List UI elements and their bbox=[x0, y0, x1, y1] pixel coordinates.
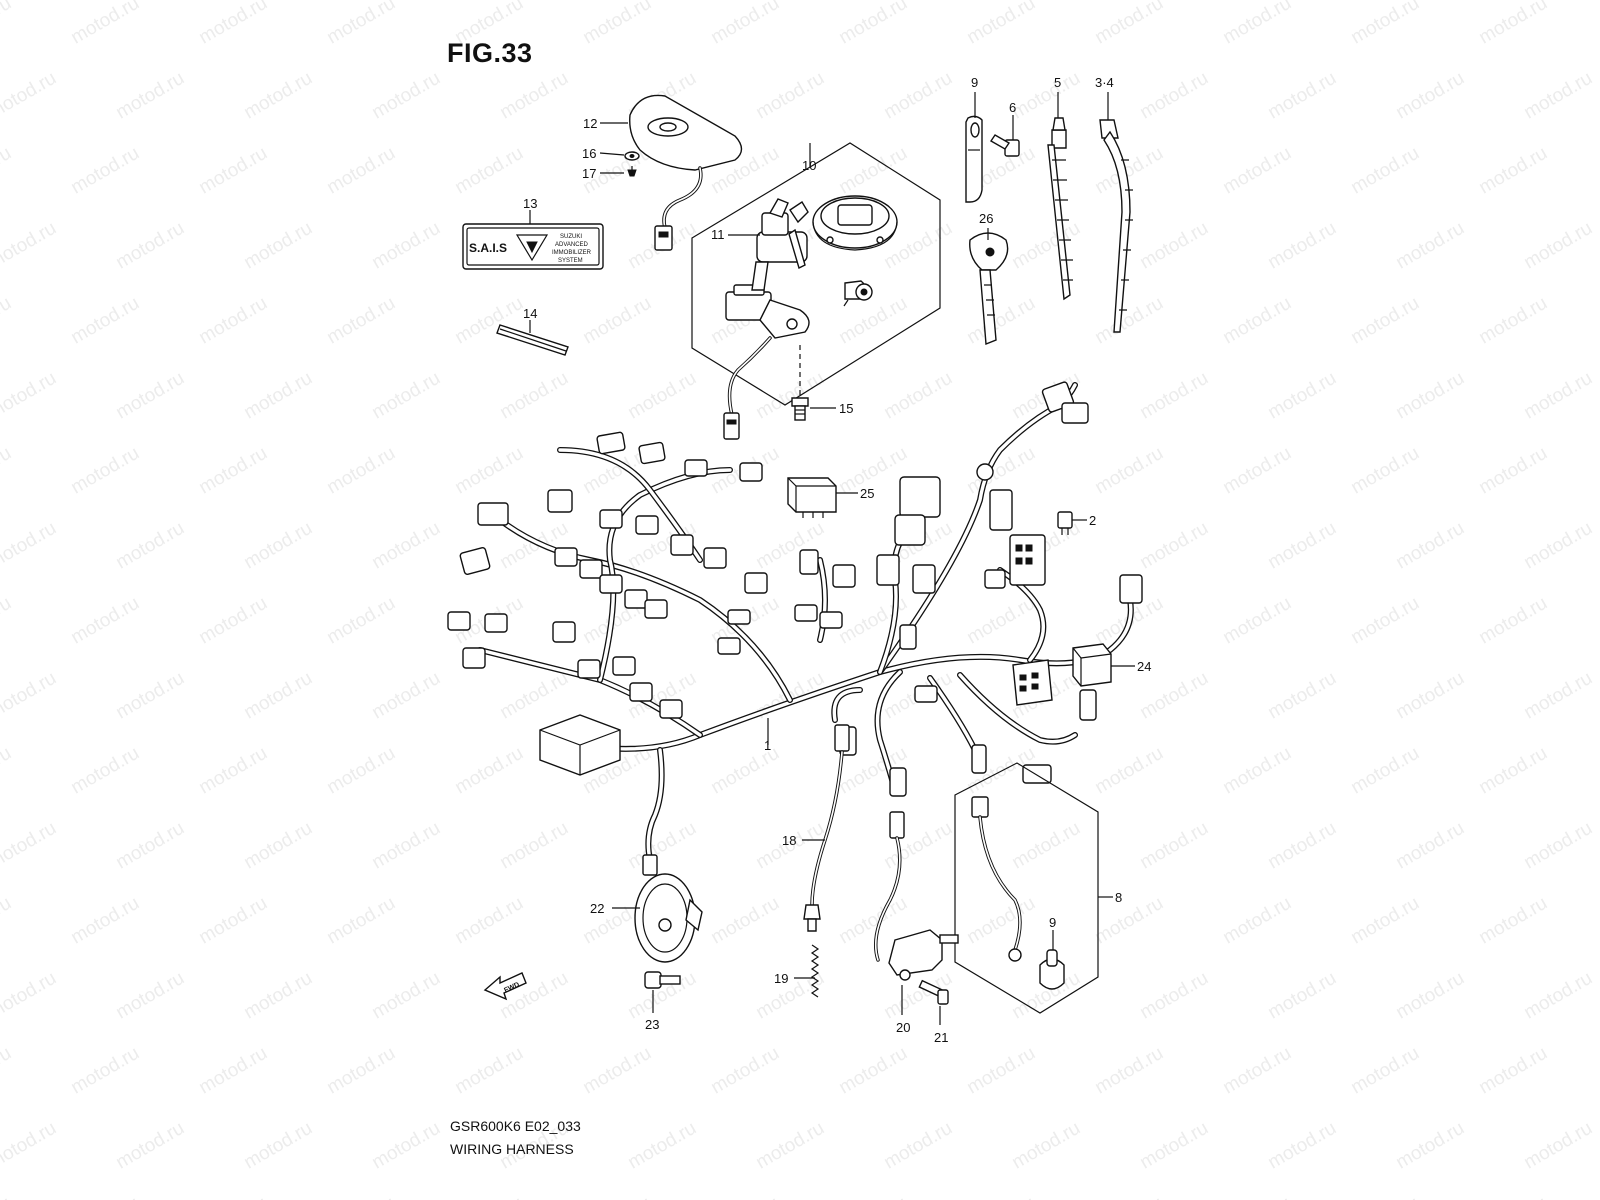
ignition-set-box bbox=[691, 142, 941, 406]
callout-3-4: 3·4 bbox=[1095, 75, 1114, 90]
figure-title: FIG.33 bbox=[447, 38, 533, 68]
ecu-cover bbox=[539, 714, 621, 776]
callout-25: 25 bbox=[860, 486, 874, 501]
clamp-9 bbox=[965, 115, 983, 203]
callout-labels: 12 16 17 13 14 10 11 15 9 6 5 3·4 26 25 … bbox=[523, 75, 1151, 1045]
sticker-line-2: ADVANCED bbox=[555, 242, 589, 248]
model-code: GSR600K6 E02_033 bbox=[450, 1118, 581, 1134]
callout-13: 13 bbox=[523, 196, 537, 211]
leader-lines bbox=[529, 92, 1135, 1025]
sticker-brand: S.A.I.S bbox=[469, 241, 507, 255]
section-name: WIRING HARNESS bbox=[450, 1141, 574, 1157]
sais-sticker bbox=[462, 223, 604, 270]
horn-22 bbox=[634, 854, 703, 963]
sticker-text: S.A.I.S SUZUKI ADVANCED IMMOBILIZER SYST… bbox=[469, 234, 592, 264]
fuel-cap-lock bbox=[812, 195, 898, 251]
sensor-lead-18 bbox=[803, 724, 850, 932]
bolt-6 bbox=[990, 134, 1020, 157]
callout-7: 8 bbox=[1115, 890, 1122, 905]
callout-24: 24 bbox=[1137, 659, 1151, 674]
callout-8: 9 bbox=[1049, 915, 1056, 930]
callout-11: 11 bbox=[711, 227, 725, 242]
harness-connectors bbox=[447, 381, 1143, 797]
callout-10: 10 bbox=[802, 158, 816, 173]
callout-20: 20 bbox=[896, 1020, 910, 1035]
immobilizer-antenna bbox=[629, 94, 743, 251]
strip-14 bbox=[496, 324, 569, 356]
callout-14: 14 bbox=[523, 306, 537, 321]
key-26 bbox=[969, 232, 1009, 346]
fuse-2 bbox=[1057, 511, 1073, 535]
callout-19: 19 bbox=[774, 971, 788, 986]
callout-23: 23 bbox=[645, 1017, 659, 1032]
cable-tie-5 bbox=[1047, 117, 1073, 301]
sticker-line-3: IMMOBILIZER bbox=[552, 250, 592, 256]
callout-12: 12 bbox=[583, 116, 597, 131]
terminal-cover-8 bbox=[1039, 949, 1065, 990]
wiring-harness bbox=[477, 382, 1134, 863]
cable-tie-3-4 bbox=[1099, 119, 1133, 333]
callout-21: 21 bbox=[934, 1030, 948, 1045]
callout-17: 17 bbox=[582, 166, 596, 181]
callout-9: 9 bbox=[971, 75, 978, 90]
callout-26: 26 bbox=[979, 211, 993, 226]
callout-18: 18 bbox=[782, 833, 796, 848]
callout-16: 16 bbox=[582, 146, 596, 161]
washer-16 bbox=[624, 151, 640, 161]
fwd-arrow-icon bbox=[483, 972, 527, 1001]
relay-25 bbox=[787, 477, 837, 518]
sticker-line-1: SUZUKI bbox=[560, 234, 582, 240]
callout-22: 22 bbox=[590, 901, 604, 916]
callout-6: 6 bbox=[1009, 100, 1016, 115]
bolt-23 bbox=[644, 971, 681, 989]
bolt-15 bbox=[791, 397, 809, 421]
callout-5: 5 bbox=[1054, 75, 1061, 90]
sticker-line-4: SYSTEM bbox=[558, 258, 583, 264]
callout-1: 1 bbox=[764, 738, 771, 753]
screw-17 bbox=[627, 166, 637, 177]
seat-lock bbox=[843, 280, 873, 307]
ignition-switch bbox=[723, 198, 810, 440]
battery-cable-box bbox=[954, 762, 1099, 1014]
callout-15: 15 bbox=[839, 401, 853, 416]
side-stand-switch-20 bbox=[874, 811, 959, 981]
fuse-box bbox=[1012, 659, 1053, 706]
bolt-21 bbox=[918, 979, 949, 1005]
callout-2: 2 bbox=[1089, 513, 1096, 528]
relay-24 bbox=[1072, 643, 1112, 687]
spring-19 bbox=[810, 944, 820, 998]
